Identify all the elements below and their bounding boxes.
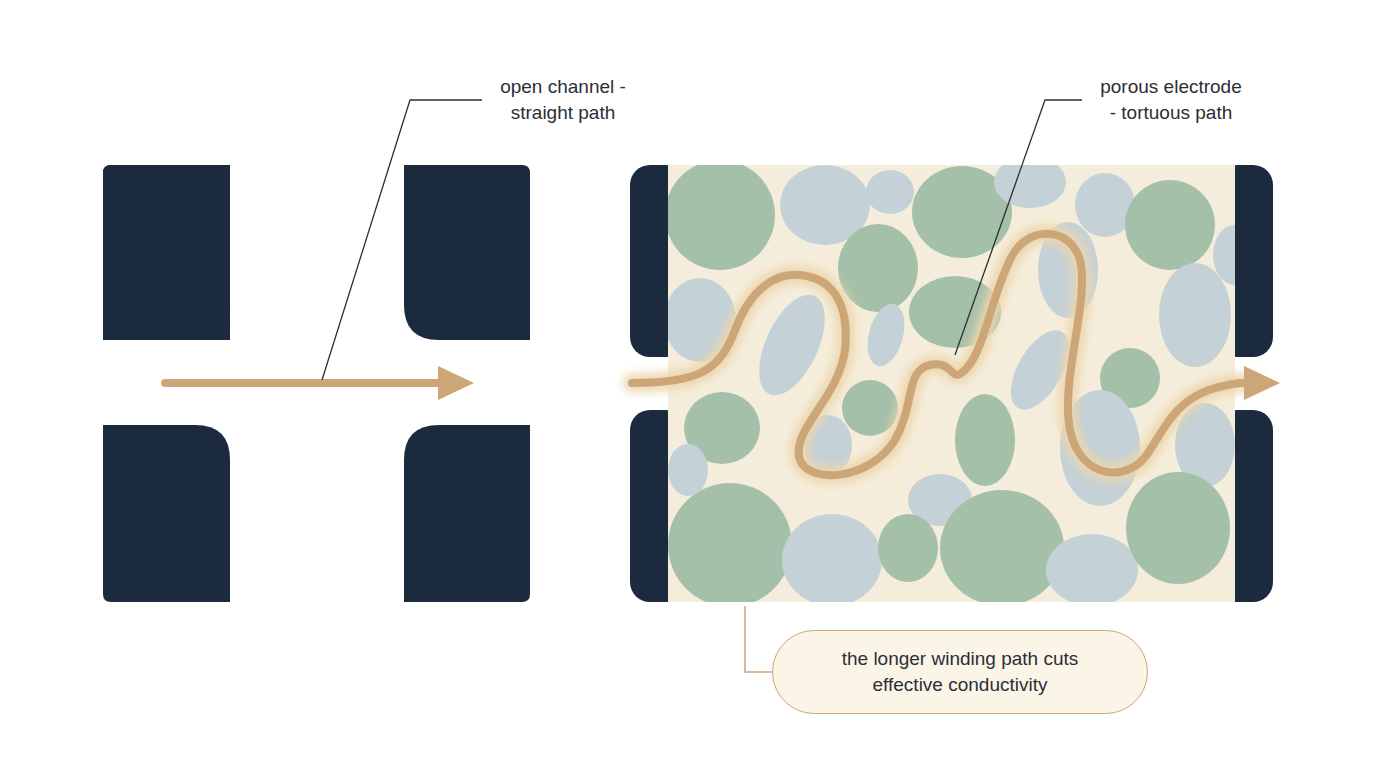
wall-block (103, 165, 230, 340)
particle (878, 514, 938, 582)
note-pill: the longer winding path cuts effective c… (772, 630, 1148, 714)
arrow-head (438, 366, 474, 400)
wall-block (404, 425, 530, 602)
path-glow (632, 234, 1252, 476)
particle (842, 380, 898, 436)
particle (861, 300, 910, 371)
leader-lines (322, 100, 1082, 672)
particle (838, 224, 918, 312)
particle (782, 514, 882, 602)
winding-path (632, 234, 1252, 476)
note-text: the longer winding path cuts effective c… (810, 646, 1110, 698)
particle (866, 170, 914, 214)
particle (668, 483, 792, 602)
particle (1126, 472, 1230, 584)
wall-block (103, 425, 230, 602)
arrow-glow (165, 374, 445, 392)
arrow-shaft (165, 379, 445, 387)
wall-block (404, 165, 530, 340)
particle (1125, 180, 1215, 270)
leader-line (322, 100, 482, 380)
particle (940, 490, 1064, 602)
callout-label: porous electrode - tortuous path (1097, 74, 1245, 126)
callout-label: open channel - straight path (488, 74, 638, 126)
arrow-head (1244, 366, 1280, 400)
channel-walls (103, 165, 530, 602)
particle (994, 165, 1066, 208)
particle (668, 165, 775, 270)
porous-electrode (630, 156, 1273, 607)
particle (668, 444, 708, 496)
particle (955, 394, 1015, 486)
particles (668, 165, 1235, 602)
leader-line (745, 606, 772, 672)
particle (1046, 534, 1138, 602)
wall-block (103, 165, 230, 340)
tortuous-arrow (632, 234, 1280, 476)
particle (1159, 263, 1231, 367)
leader-line (955, 100, 1082, 355)
straight-arrow (165, 366, 474, 400)
